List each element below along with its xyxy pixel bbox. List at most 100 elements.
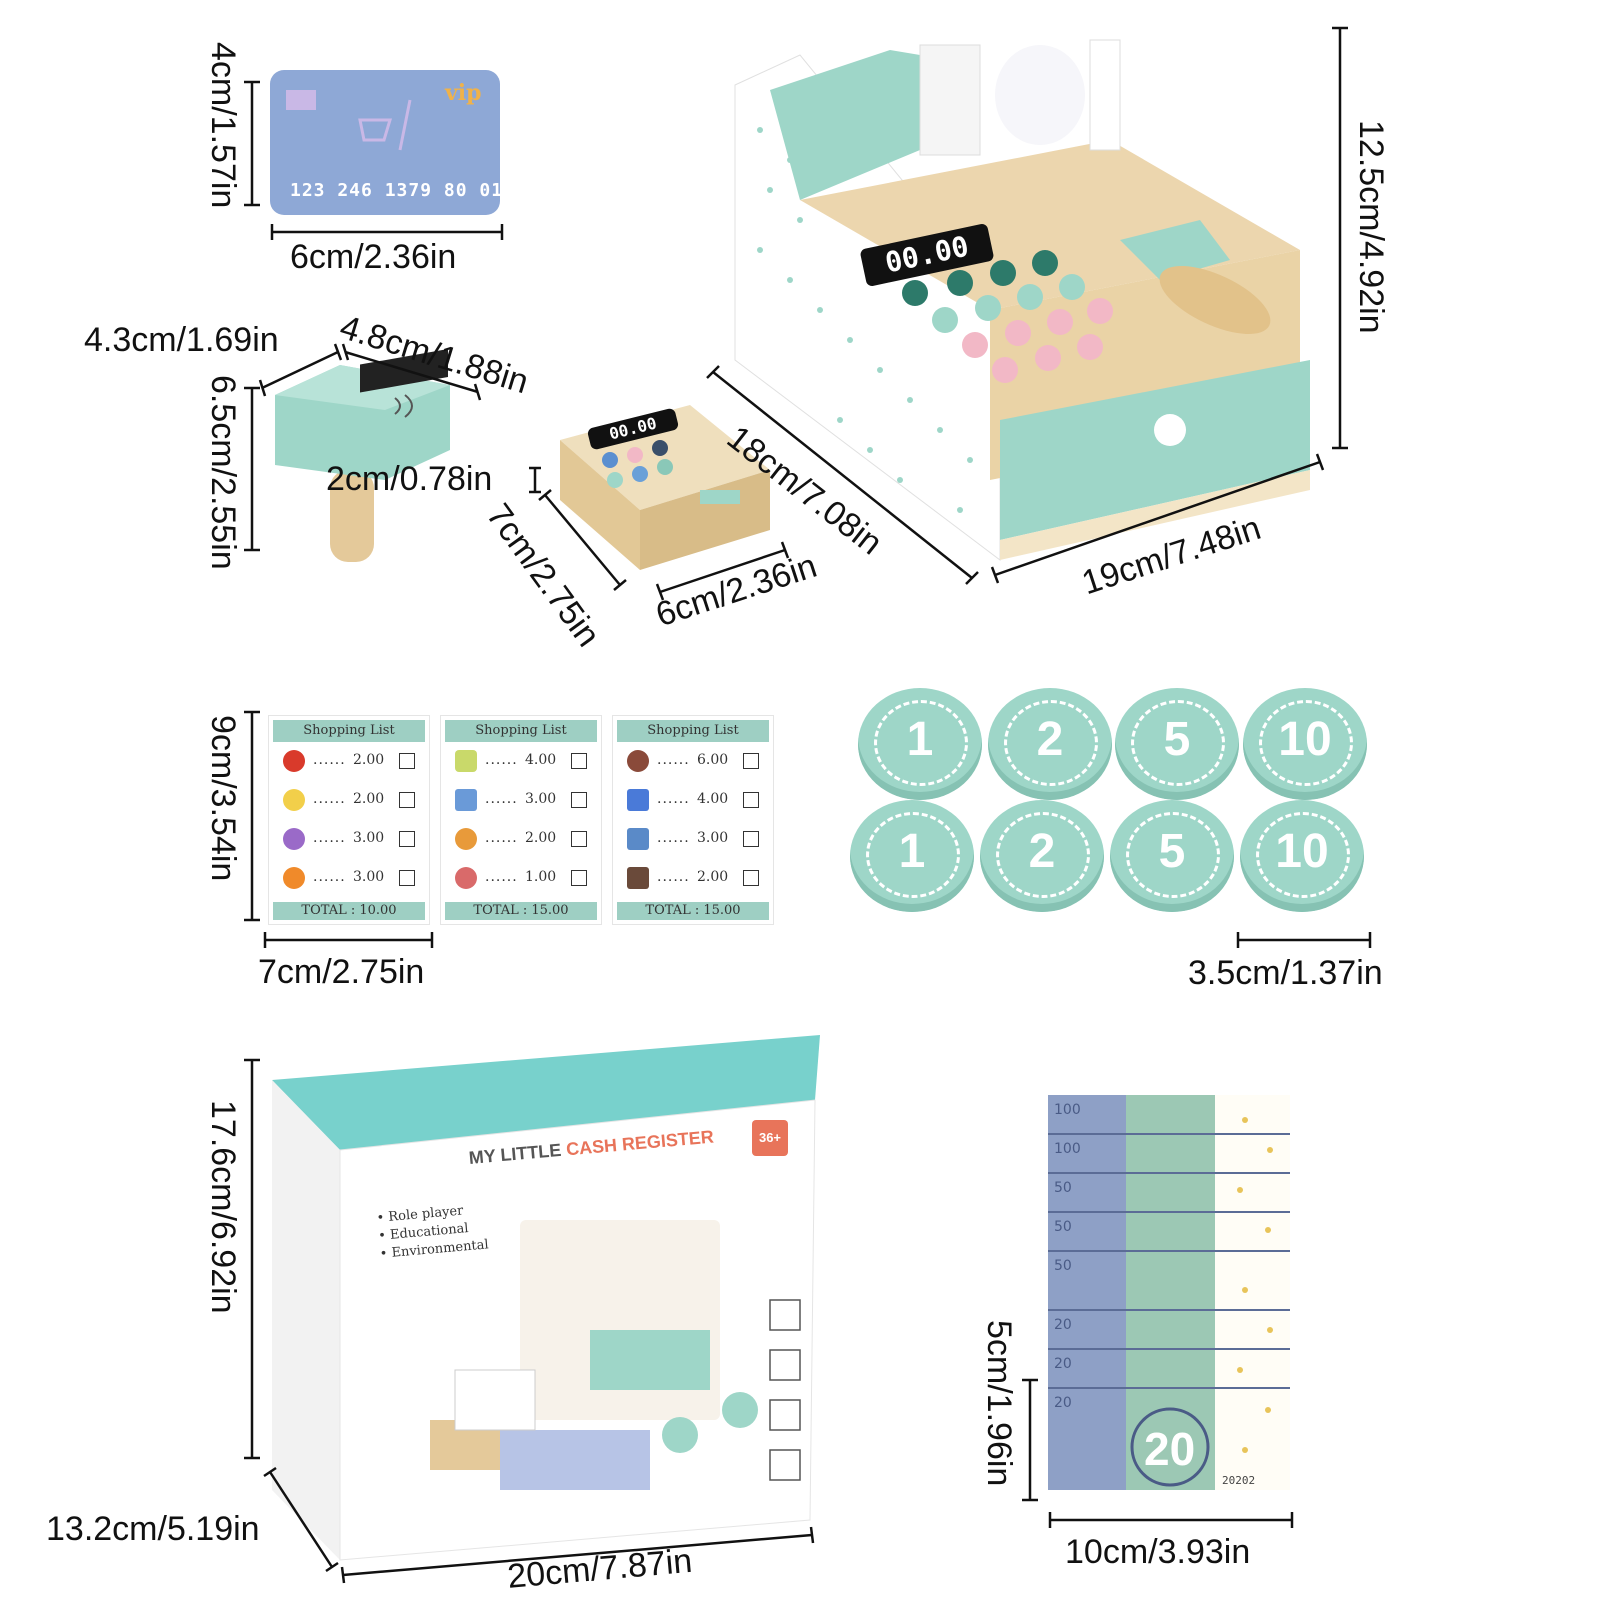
row-dots: ...... [313,830,346,846]
coin-value: 1 [906,713,934,766]
row-checkbox[interactable] [571,753,587,769]
scanner-dimension-lines [244,343,482,552]
row-checkbox[interactable] [743,753,759,769]
row-amount: 2.00 [525,830,557,846]
grapes-icon [283,828,305,850]
row-amount: 2.00 [697,869,729,885]
coin: 5 [1115,688,1239,800]
banknote-value: 20 [1054,1317,1072,1333]
list-height-label: 9cm/3.54in [204,715,242,882]
banknote: 100 [1048,1098,1280,1136]
coin-value: 10 [1278,713,1332,766]
product-box [272,1035,820,1561]
banknote: 50 [1048,1254,1280,1292]
register-height-label: 12.5cm/4.92in [1352,120,1390,334]
shopping-list-row: ......3.00 [617,824,769,854]
row-checkbox[interactable] [571,831,587,847]
shopping-list-total: TOTAL : 10.00 [273,902,425,920]
row-checkbox[interactable] [743,831,759,847]
row-dots: ...... [485,752,518,768]
row-amount: 3.00 [353,830,385,846]
list-width-label: 7cm/2.75in [258,953,425,991]
coin: 10 [1240,800,1364,912]
row-checkbox[interactable] [743,792,759,808]
coin-value: 1 [898,825,926,878]
shopping-list-total: TOTAL : 15.00 [617,902,769,920]
coin: 5 [1110,800,1234,912]
card-number: 123 246 1379 80 012 [290,180,515,201]
shopping-list-card: Shopping List ......4.00 ......3.00 ....… [440,715,602,925]
row-amount: 3.00 [353,869,385,885]
sponge-icon [455,867,477,889]
banknote: 50 [1048,1215,1280,1253]
card-height-label: 4cm/1.57in [204,42,242,209]
shopping-list-title: Shopping List [445,720,597,742]
banknote: 20 [1048,1352,1280,1390]
box-dimension-lines [244,1058,815,1584]
shopping-list-title: Shopping List [273,720,425,742]
banknote-value: 20 [1054,1356,1072,1372]
credit-card [270,70,500,215]
row-checkbox[interactable] [571,870,587,886]
cake-icon [455,828,477,850]
row-checkbox[interactable] [743,870,759,886]
shopping-list-total: TOTAL : 15.00 [445,902,597,920]
shopping-list-card: Shopping List ......2.00 ......2.00 ....… [268,715,430,925]
banknote-width-label: 10cm/3.93in [1065,1533,1251,1571]
shopping-list-row: ...... 3.00 [273,863,425,893]
banknote-dimension-lines [1022,1378,1294,1528]
row-checkbox[interactable] [399,792,415,808]
barcode-scanner [275,349,450,562]
bottle-icon [455,750,477,772]
shopping-list-row: ...... 1.00 [445,863,597,893]
coin-diameter-label: 3.5cm/1.37in [1188,954,1383,992]
row-amount: 6.00 [697,752,729,768]
shopping-list-row: ...... 4.00 [617,785,769,815]
shopping-list-row: ......2.00 [273,746,425,776]
row-dots: ...... [657,830,690,846]
box-depth-label: 13.2cm/5.19in [46,1510,260,1548]
banknote: 100 [1048,1137,1280,1175]
snack-bag-icon [627,789,649,811]
row-checkbox[interactable] [399,753,415,769]
coin-dimension-line [1236,932,1372,948]
register-dimension-lines [706,26,1348,585]
terminal-dimension-lines [529,466,790,601]
shopping-list-row: ...... 2.00 [445,824,597,854]
coin-value: 5 [1158,825,1186,878]
row-dots: ...... [313,869,346,885]
banknote-value: 20 [1054,1395,1072,1411]
row-amount: 4.00 [525,752,557,768]
row-checkbox[interactable] [571,792,587,808]
banknote-big-value: 20 [1144,1423,1196,1475]
row-checkbox[interactable] [399,831,415,847]
row-checkbox[interactable] [399,870,415,886]
coin-value: 10 [1275,825,1329,878]
shopping-list-row: ......6.00 [617,746,769,776]
can-icon [627,828,649,850]
cash-register [734,39,1310,562]
banknote-serial: 20202 [1222,1474,1256,1487]
banknote-stack [1048,1095,1290,1490]
row-amount: 1.00 [525,869,557,885]
row-dots: ...... [657,791,690,807]
card-dimension-lines [244,80,504,240]
row-dots: ...... [485,830,518,846]
banknote-value: 50 [1054,1219,1072,1235]
terminal-height-label: 2cm/0.78in [326,460,493,498]
coin-value: 5 [1163,713,1191,766]
age-badge: 36+ [752,1120,788,1156]
list-dimension-lines [244,710,434,948]
shopping-list-card: Shopping List ......6.00 ......4.00 ....… [612,715,774,925]
coin-value: 2 [1036,713,1064,766]
shopping-list-row: ...... 3.00 [273,824,425,854]
coin: 2 [980,800,1104,912]
toothpaste-icon [455,789,477,811]
banknote: 20 [1048,1391,1280,1429]
banknote-value: 100 [1054,1141,1081,1157]
row-dots: ...... [485,869,518,885]
shopping-list-row: ...... 4.00 [445,746,597,776]
row-amount: 4.00 [697,791,729,807]
scanner-height-label: 6.5cm/2.55in [204,375,242,570]
